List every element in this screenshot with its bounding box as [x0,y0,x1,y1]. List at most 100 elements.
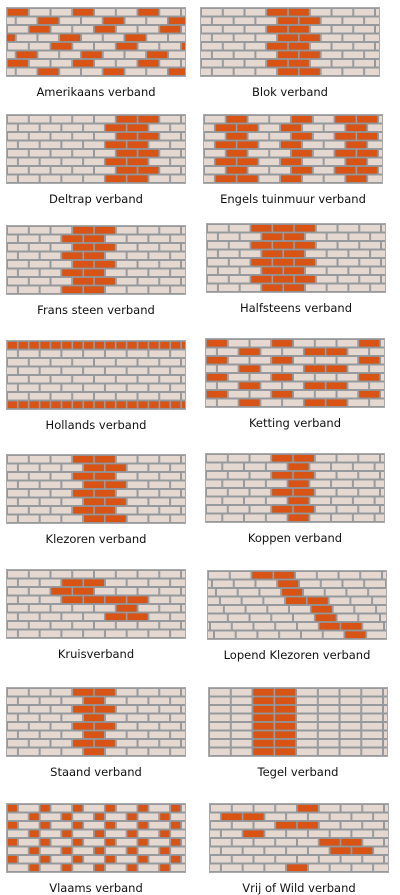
brick [206,471,228,480]
accent-brick [61,341,73,350]
accent-brick [345,140,368,149]
brick [50,570,73,579]
brick [210,622,232,631]
brick [317,722,340,731]
brick [39,612,62,621]
brick [253,804,276,813]
brick [148,174,171,183]
brick [309,462,332,471]
brick [104,730,127,739]
brick [94,604,116,613]
brick [314,471,337,480]
brick [7,570,29,579]
brick [137,621,160,630]
accent-brick [72,739,94,748]
brick [207,224,229,233]
brick [209,705,231,714]
accent-brick [94,489,116,498]
brick [210,804,232,813]
accent-brick [104,341,116,350]
brick [148,383,171,392]
brick [181,260,185,269]
brick [304,249,327,258]
brick [201,25,223,34]
accent-brick [325,381,348,390]
brick [384,804,388,813]
accent-brick [72,59,94,68]
accent-brick [146,50,168,59]
accent-brick [7,341,18,350]
brick [375,25,379,34]
accent-brick [236,140,259,149]
caption-halfsteens: Halfsteens verband [239,301,353,315]
accent-brick [61,234,84,243]
caption-tegel: Tegel verband [257,765,339,779]
accent-brick [261,266,284,275]
brick [83,838,105,847]
brick [61,497,84,506]
accent-brick [126,140,149,149]
accent-brick [272,258,294,267]
accent-brick [148,400,160,409]
accent-brick [72,489,94,498]
brick [181,821,185,830]
accent-brick [17,400,29,409]
brick [72,149,94,158]
caption-engels-tuinmuur: Engels tuinmuur verband [220,192,366,206]
brick [170,612,185,621]
brick [83,804,105,813]
brick [317,730,340,739]
accent-brick [159,812,171,821]
accent-brick [291,115,313,124]
accent-brick [39,855,51,864]
brick [50,722,73,731]
brick [222,59,245,68]
accent-brick [356,166,378,175]
brick [159,705,181,714]
brick [7,829,29,838]
accent-brick [126,123,149,132]
brick [206,398,217,407]
brick [299,579,321,588]
brick [181,739,185,748]
accent-brick [7,855,18,864]
brick [258,157,281,166]
brick [374,462,384,471]
brick [320,16,343,25]
brick [181,166,185,175]
accent-brick [137,132,160,141]
brick [362,855,384,864]
brick [137,506,160,515]
brick [7,629,18,638]
accent-brick [137,59,160,68]
brick [244,42,267,51]
brick [83,174,105,183]
brick [170,829,185,838]
accent-brick [61,829,73,838]
brick [317,696,340,705]
brick [170,383,185,392]
brick [342,16,365,25]
brick [228,258,251,267]
brick [50,489,73,498]
brick [204,174,215,183]
accent-brick [102,16,125,25]
brick [265,479,288,488]
brick [249,505,272,514]
accent-brick [274,739,296,748]
accent-brick [214,174,237,183]
brick [17,140,40,149]
brick [181,838,185,847]
accent-brick [104,123,127,132]
brick [359,258,381,267]
brick [220,863,243,872]
brick [126,578,149,587]
brick [336,356,359,365]
accent-brick [137,341,149,350]
brick [211,67,234,76]
brick [249,613,272,622]
brick [201,8,223,17]
accent-brick [28,863,40,872]
pattern-svg-vrij-of-wild [210,804,388,872]
caption-deltrap: Deltrap verband [49,192,143,206]
